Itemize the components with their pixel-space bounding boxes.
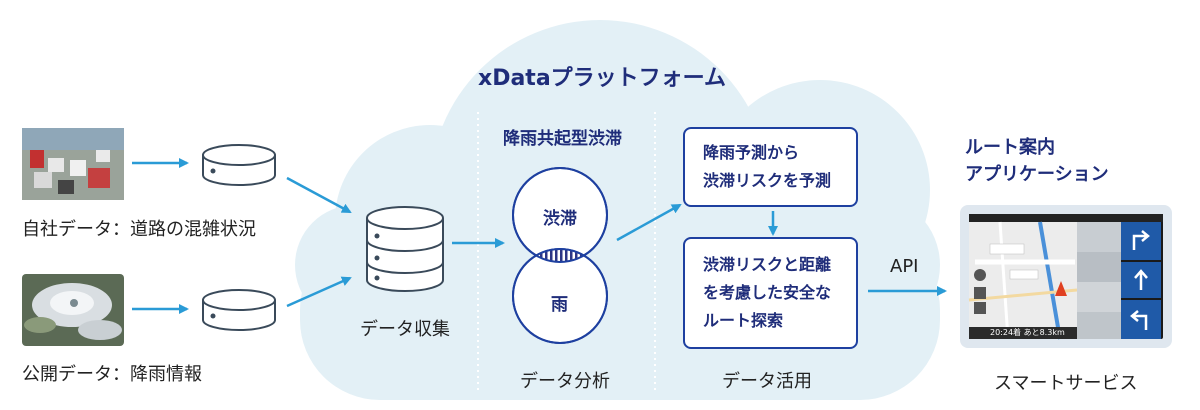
database-icon: [202, 289, 276, 331]
prediction-box: 降雨予測から 渋滞リスクを予測: [683, 127, 858, 207]
venn-diagram: [512, 167, 608, 344]
service-heading-line2: アプリケーション: [965, 164, 1109, 185]
platform-title: xDataプラットフォーム: [478, 66, 727, 91]
service-heading-line1: ルート案内: [965, 137, 1055, 158]
venn-bottom-label: 雨: [551, 295, 568, 315]
arrow: [286, 276, 352, 308]
prediction-box-line: 渋滞リスクを予測: [703, 171, 832, 190]
route-search-box: 渋滞リスクと距離 を考慮した安全な ルート探索: [683, 237, 858, 349]
route-search-box-line: ルート探索: [703, 311, 784, 330]
tablet-status-text: 20:24着 あと8.3km: [990, 328, 1065, 337]
database-stack-icon: [366, 206, 444, 292]
public-data-label: 公開データ：降雨情報: [22, 364, 202, 385]
database-icon: [202, 144, 276, 186]
smart-service-label: スマートサービス: [994, 373, 1138, 394]
route-search-box-line: 渋滞リスクと距離: [703, 255, 832, 274]
traffic-photo: [22, 128, 124, 200]
own-data-label: 自社データ：道路の混雑状況: [22, 219, 256, 240]
data-analysis-label: データ分析: [520, 371, 610, 392]
prediction-box-line: 降雨予測から: [703, 143, 800, 162]
data-utilization-label: データ活用: [722, 371, 812, 392]
arrow: [616, 203, 682, 242]
venn-top-label: 渋滞: [543, 209, 577, 229]
data-collection-label: データ収集: [360, 319, 450, 340]
satellite-photo: [22, 274, 124, 346]
api-label: API: [890, 256, 919, 277]
route-search-box-line: を考慮した安全な: [703, 283, 832, 302]
tablet-device: [960, 205, 1172, 348]
arrow: [286, 176, 352, 214]
analysis-heading: 降雨共起型渋滞: [503, 129, 622, 149]
